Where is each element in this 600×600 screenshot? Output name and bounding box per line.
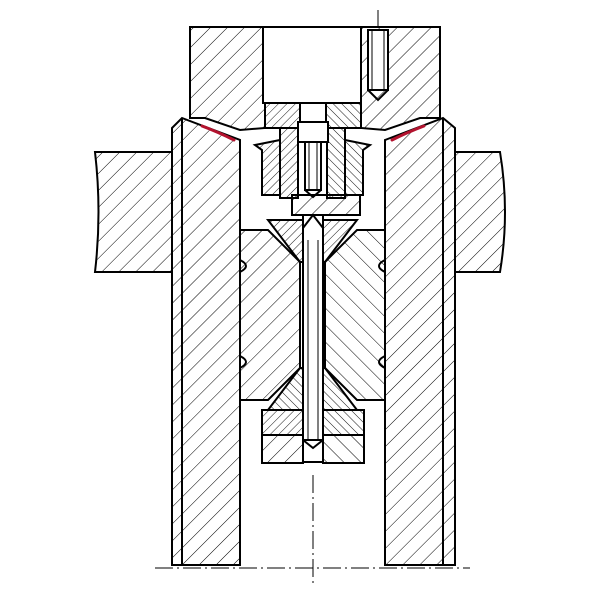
sleeve: [171, 116, 456, 566]
bottom-washer-right: [322, 409, 365, 436]
top-bolt-head: [297, 121, 329, 143]
cap-plate-right: [325, 102, 362, 129]
bottom-nut: [261, 409, 365, 464]
support-plate-right: [454, 151, 506, 273]
cap-plate: [264, 102, 362, 129]
sleeve-right-wall: [384, 116, 456, 566]
support-plate-left: [93, 151, 173, 273]
support-plate: [93, 151, 506, 273]
red-contact-arc-icon: [390, 124, 426, 142]
bottom-bolt-head: [302, 439, 324, 463]
upper-cone: [252, 127, 373, 216]
contact-marks: [200, 124, 426, 142]
bottom-washer-left: [261, 409, 304, 436]
top-bolt: [297, 121, 329, 199]
upper-collar-right: [326, 127, 346, 199]
expansion-body-left: [239, 229, 301, 401]
bottom-nut-left: [261, 434, 304, 464]
upper-collar-left: [279, 127, 299, 199]
top-bolt-shank: [304, 141, 322, 191]
center-bolt: [302, 213, 324, 446]
expansion-body-right: [324, 229, 386, 401]
detent-lower-left: [239, 355, 247, 369]
top-jaw: [189, 26, 441, 132]
centerlines: [155, 10, 470, 585]
red-contact-arc-icon: [200, 124, 236, 142]
detent-lower-right: [378, 355, 386, 369]
cap-plate-left: [264, 102, 301, 129]
top-jaw-left: [189, 26, 266, 132]
center-bolt-shank: [302, 214, 324, 446]
detent-upper-left: [239, 259, 247, 273]
top-jaw-center-pocket: [262, 26, 362, 104]
upper-cone-left: [252, 138, 281, 196]
top-set-screw: [367, 29, 389, 91]
bottom-nut-right: [322, 434, 365, 464]
detent-upper-right: [378, 259, 386, 273]
upper-nut: [291, 194, 361, 216]
